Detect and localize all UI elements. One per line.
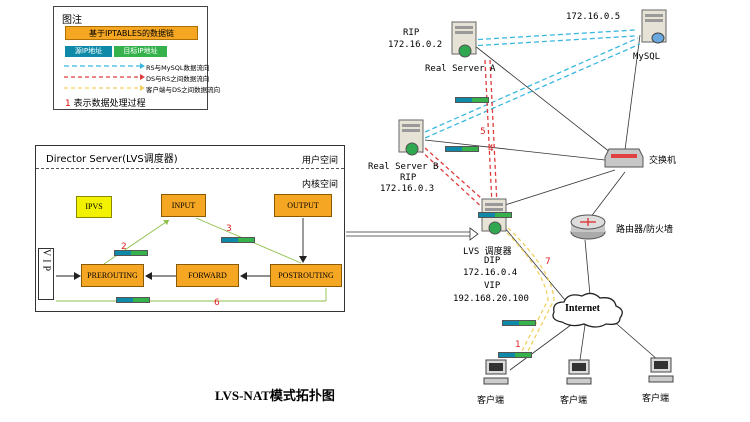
switch-label: 交换机 (649, 156, 677, 166)
forward-chain: FORWARD (176, 264, 239, 287)
link-internet-client3 (609, 317, 659, 361)
lvs-vip: 192.168.20.100 (453, 294, 529, 304)
legend-step-number: 1 (65, 99, 71, 109)
client-computer-icon (566, 359, 592, 385)
prerouting-chain: PREROUTING (81, 264, 144, 287)
database-server-icon (641, 9, 667, 44)
director-arrow (469, 227, 479, 241)
client-label: 客户端 (642, 394, 670, 404)
mysql-ip: 172.16.0.5 (566, 12, 621, 22)
legend-step-text: 表示数据处理过程 (73, 99, 146, 109)
step-3-label: 3 (226, 224, 232, 234)
rsb-name: Real Server B (368, 162, 439, 172)
switch-icon (604, 148, 644, 168)
packet-chip (455, 97, 489, 103)
rsa-rip: 172.16.0.2 (388, 40, 443, 50)
flow-rsa-mysql (469, 29, 636, 41)
packet-chip (502, 320, 536, 326)
client-computer-icon (648, 357, 674, 383)
router-label: 路由器/防火墙 (616, 225, 674, 235)
output-chain: OUTPUT (274, 194, 332, 217)
rsb-rip: 172.16.0.3 (380, 184, 435, 194)
rsa-rip-label: RIP (403, 28, 420, 38)
lvs-dip-label: DIP (484, 256, 501, 266)
input-chain: INPUT (161, 194, 206, 217)
link-lvs-internet (504, 227, 566, 301)
legend-ds-rs-text: DS与RS之间数据流向 (146, 75, 210, 83)
ipvs-box: IPVS (76, 196, 112, 218)
link-internet-client1 (509, 321, 576, 371)
lvs-vip-label: VIP (484, 281, 501, 291)
packet-chip (116, 297, 150, 303)
legend-line-samples (64, 63, 145, 91)
flow-client-lvs (501, 227, 549, 356)
client-label: 客户端 (477, 396, 505, 406)
flow-step-1: 1 (515, 340, 521, 350)
legend-src-badge: 源IP地址 (65, 46, 112, 57)
rsb-rip-label: RIP (400, 173, 417, 183)
user-space-label: 用户空间 (301, 156, 338, 166)
space-divider (36, 168, 344, 169)
legend-step: 1 表示数据处理过程 (65, 96, 146, 109)
client-label: 客户端 (560, 396, 588, 406)
chain-arrows (56, 217, 327, 302)
server-icon (481, 198, 507, 235)
link-router-internet (584, 239, 591, 296)
router-icon (570, 214, 606, 240)
legend-client-ds-text: 客户端与DS之间数据流向 (146, 86, 221, 94)
legend-box: 图注 基于IPTABLES的数据链 源IP地址 目标IP地址 RS与MySQL数… (53, 6, 220, 110)
flow-lvs-rsb (419, 149, 486, 211)
flow-rsb-mysql (424, 37, 639, 133)
link-mysql-switch (624, 34, 641, 151)
lvs-name: LVS 调度器 (463, 247, 512, 257)
client-computer-icon (483, 359, 509, 385)
vip-tab: VIP (38, 248, 54, 300)
internet-cloud-icon (552, 292, 623, 328)
kernel-space-label: 内核空间 (301, 180, 338, 190)
packet-chip (221, 237, 255, 243)
packet-chip (445, 146, 479, 152)
lvs-dip: 172.16.0.4 (463, 268, 518, 278)
step-6-label: 6 (214, 298, 220, 308)
director-title: Director Server(LVS调度器) (46, 154, 178, 165)
link-rsa-switch (469, 41, 621, 161)
postrouting-chain: POSTROUTING (270, 264, 342, 287)
rsa-name: Real Server A (425, 64, 496, 74)
link-switch-router (589, 171, 626, 219)
director-server-box: Director Server(LVS调度器) 用户空间 内核空间 IPVS I… (35, 145, 345, 312)
packet-chip (114, 250, 148, 256)
server-icon (398, 119, 424, 156)
legend-chain-sample: 基于IPTABLES的数据链 (65, 26, 198, 40)
legend-dst-badge: 目标IP地址 (114, 46, 167, 57)
flow-lvs-rsa (484, 59, 493, 206)
step-2-label: 2 (121, 242, 127, 252)
legend-title: 图注 (62, 15, 82, 26)
flow-step-7: 7 (545, 257, 551, 267)
link-internet-client2 (579, 324, 586, 361)
flow-step-4: 4 (488, 144, 494, 154)
packet-chip (478, 212, 512, 218)
link-rsb-switch (424, 139, 606, 161)
internet-label: Internet (565, 303, 600, 314)
link-lvs-switch (504, 169, 616, 206)
diagram-caption: LVS-NAT模式拓扑图 (215, 388, 335, 403)
vip-label: VIP (40, 249, 52, 275)
server-icon (451, 21, 477, 58)
flow-step-5: 5 (480, 127, 486, 137)
mysql-name: MySQL (633, 52, 661, 62)
packet-chip (498, 352, 532, 358)
legend-rs-mysql-text: RS与MySQL数据流向 (146, 64, 210, 72)
